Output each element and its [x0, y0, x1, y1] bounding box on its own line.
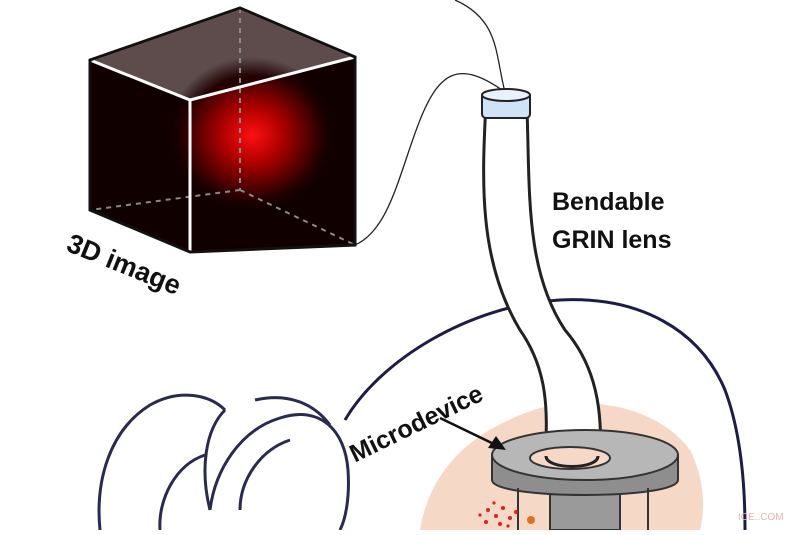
watermark: ICE..COM	[738, 512, 784, 523]
blood-cells	[478, 501, 518, 528]
3d-image-cube	[88, 6, 357, 254]
microdevice-arrow	[439, 416, 506, 450]
label-grin-lens: GRIN lens	[552, 226, 672, 254]
head-outline	[343, 298, 747, 531]
label-bendable: Bendable	[552, 188, 665, 216]
wire-lens-to-cube	[354, 73, 506, 246]
microdevice	[491, 429, 679, 531]
cube-hidden-edge-right	[239, 189, 356, 246]
lens-cap-top	[481, 88, 531, 102]
brain-sketch	[97, 393, 350, 531]
wire-top	[454, 0, 506, 93]
cube-top-face	[90, 8, 355, 100]
